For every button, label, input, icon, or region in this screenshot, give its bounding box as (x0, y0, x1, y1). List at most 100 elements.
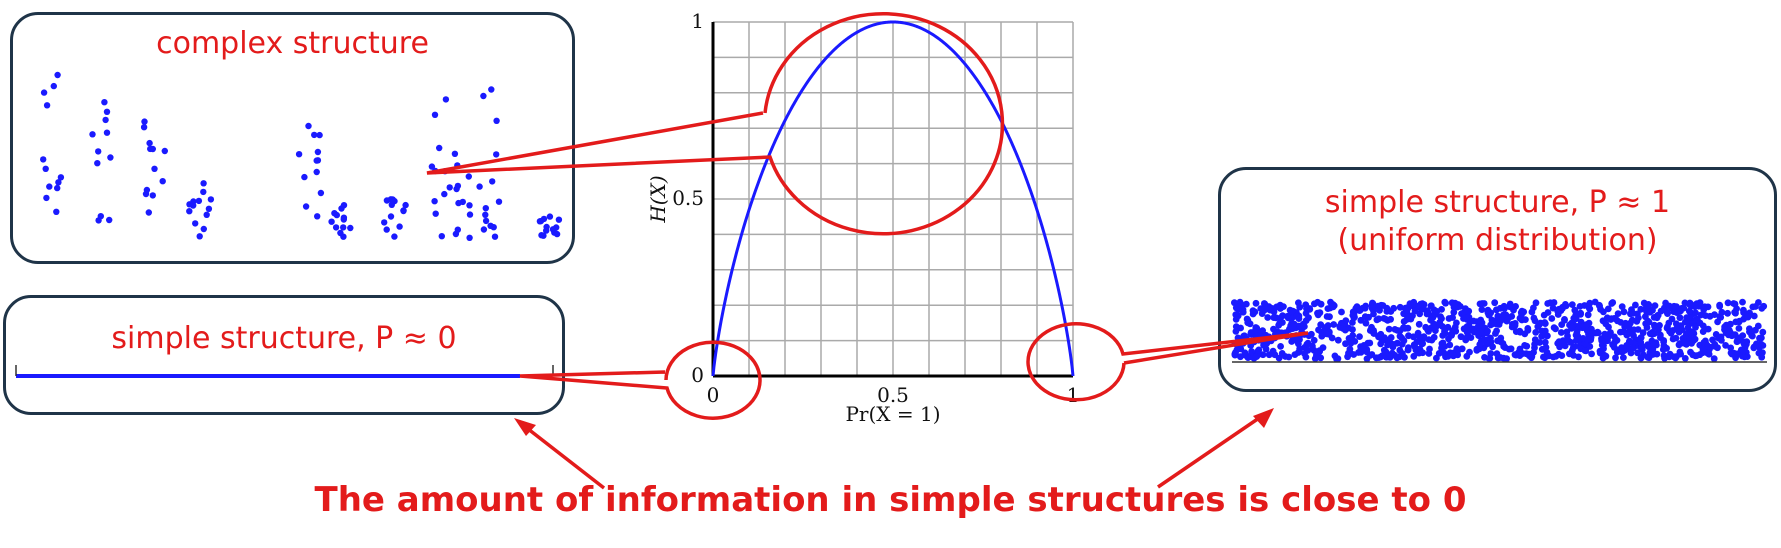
complex-point (495, 198, 503, 205)
uniform-point (1493, 327, 1500, 335)
uniform-point (1571, 343, 1579, 350)
uniform-point (1232, 349, 1239, 356)
uniform-point (1439, 332, 1447, 339)
uniform-point (1383, 308, 1391, 315)
uniform-point (1273, 303, 1280, 311)
uniform-point (1650, 341, 1658, 349)
uniform-point (1711, 311, 1718, 318)
uniform-point (1425, 328, 1432, 335)
uniform-point (1257, 305, 1265, 312)
uniform-point (1491, 299, 1499, 307)
complex-point (54, 184, 61, 192)
uniform-point (1531, 340, 1538, 348)
complex-point (149, 192, 156, 199)
uniform-point (1346, 345, 1354, 353)
uniform-point (1269, 347, 1277, 355)
uniform-point (1687, 328, 1695, 336)
uniform-point (1532, 329, 1540, 336)
uniform-point (1575, 353, 1582, 361)
complex-point (482, 211, 489, 218)
uniform-point (1732, 309, 1739, 317)
uniform-point (1386, 353, 1394, 360)
complex-point (489, 178, 496, 185)
uniform-point (1730, 300, 1737, 307)
complex-point (441, 190, 448, 198)
uniform-point (1327, 298, 1334, 306)
complex-point (190, 202, 197, 209)
uniform-point (1532, 299, 1540, 307)
uniform-point (1691, 303, 1699, 310)
uniform-point (1581, 347, 1589, 354)
complex-point (543, 227, 550, 234)
uniform-point (1515, 349, 1522, 357)
uniform-point (1317, 300, 1325, 308)
complex-point (161, 147, 168, 155)
uniform-point (1679, 339, 1687, 347)
uniform-point (1377, 330, 1385, 338)
uniform-point (1414, 349, 1422, 356)
uniform-point (1672, 325, 1680, 333)
uniform-point (1665, 302, 1673, 310)
complex-point (488, 86, 495, 93)
uniform-point (1305, 314, 1312, 322)
simple-structure-zero-title: simple structure, P ≈ 0 (111, 321, 457, 356)
uniform-point (1350, 310, 1358, 318)
uniform-point (1516, 327, 1524, 335)
complex-point (340, 224, 347, 231)
uniform-point (1277, 343, 1284, 350)
complex-point (317, 189, 325, 197)
top-callout (426, 12, 1005, 236)
uniform-point (1716, 303, 1724, 310)
uniform-point (1676, 314, 1684, 322)
complex-point (207, 196, 215, 203)
uniform-point (1540, 353, 1547, 361)
uniform-point (1379, 302, 1387, 309)
complex-point (53, 208, 60, 215)
uniform-point (1554, 340, 1562, 347)
complex-point (146, 139, 153, 147)
complex-point (555, 216, 563, 223)
uniform-point (1410, 333, 1417, 341)
complex-point (538, 232, 545, 239)
uniform-point (1596, 347, 1604, 355)
uniform-point (1295, 340, 1302, 348)
uniform-point (1620, 354, 1627, 361)
complex-point (295, 151, 303, 158)
uniform-point (1235, 303, 1242, 311)
uniform-point (1451, 299, 1459, 307)
uniform-point (1564, 336, 1572, 344)
complex-point (442, 96, 450, 103)
uniform-point (1566, 350, 1573, 358)
uniform-point (1643, 324, 1651, 331)
complex-structure-points (40, 71, 563, 241)
uniform-point (1603, 314, 1611, 322)
uniform-point (1438, 344, 1445, 352)
uniform-point (1686, 299, 1694, 307)
uniform-point (1608, 300, 1616, 307)
complex-point (331, 210, 338, 217)
complex-point (141, 118, 148, 125)
complex-point (95, 148, 102, 155)
uniform-point (1724, 309, 1731, 317)
uniform-point (1614, 310, 1622, 317)
complex-point (102, 116, 109, 124)
uniform-point (1622, 319, 1629, 327)
uniform-point (1550, 324, 1558, 331)
complex-point (383, 226, 390, 233)
uniform-point (1478, 306, 1486, 313)
y-tick-label: 0.5 (672, 186, 704, 210)
uniform-point (1276, 314, 1284, 322)
uniform-point (1356, 333, 1363, 340)
uniform-point (1756, 334, 1763, 342)
complex-point (340, 214, 348, 221)
complex-point (195, 197, 203, 205)
uniform-point (1559, 305, 1566, 312)
complex-point (493, 151, 500, 158)
uniform-point (1480, 300, 1488, 307)
uniform-point (1384, 341, 1391, 349)
x-axis-label: Pr(X = 1) (845, 402, 940, 426)
complex-point (42, 165, 49, 172)
uniform-point (1476, 341, 1484, 348)
uniform-point (1540, 311, 1548, 319)
uniform-point (1489, 343, 1496, 351)
